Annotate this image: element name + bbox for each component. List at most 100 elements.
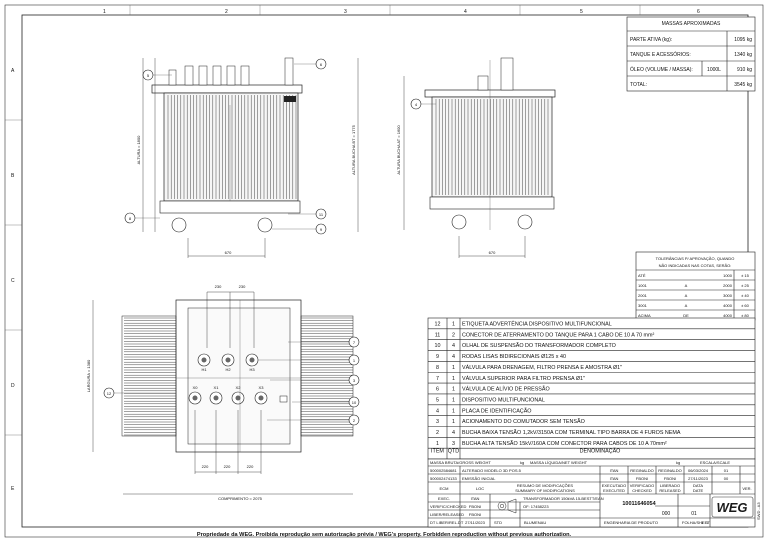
- title-block: MASSA BRUTA/GROSS WEIGHT kg MASSA LÍQUID…: [427, 458, 761, 528]
- bom-description: CONECTOR DE ATERRAMENTO DO TANQUE PARA 1…: [462, 332, 655, 338]
- terminal-label: H3: [249, 367, 255, 372]
- tolerance-cell: 4000: [723, 303, 733, 308]
- bom-item: 4: [436, 408, 439, 414]
- revision-date: 27/11/2023: [688, 476, 708, 481]
- terminal-label: X2: [236, 385, 242, 390]
- balloon: [410, 98, 422, 110]
- revision-released: REGINALDO: [658, 468, 682, 473]
- bom-description: BUCHA ALTA TENSÃO 15kV/160A COM CONECTOR…: [462, 440, 667, 447]
- header-checked-en: CHECKED: [632, 488, 652, 493]
- scale-label: ESCALA/SCALE: [700, 460, 730, 465]
- dim-bottom-spacing: 220: [247, 464, 254, 469]
- top-view: [92, 291, 354, 495]
- bom-item: 11: [435, 332, 441, 338]
- kg-label: kg: [520, 460, 524, 465]
- engineering-dept: ENGENHARIA DE PRODUTO: [604, 520, 658, 525]
- gross-weight-label: MASSA BRUTA/GROSS WEIGHT: [430, 460, 491, 465]
- header-executed: EXECUTADO: [602, 483, 627, 488]
- bom-item: 6: [436, 387, 439, 393]
- balloon-number: 11: [319, 212, 324, 217]
- balloon: [103, 387, 115, 399]
- bom-description: RODAS LISAS BIDIRECIONAIS Ø125 x 40: [462, 354, 566, 360]
- terminal-label: X0: [193, 385, 199, 390]
- bom-description: OLHAL DE SUSPENSÃO DO TRANSFORMADOR COMP…: [462, 342, 616, 349]
- tolerance-cell: 3000: [723, 293, 733, 298]
- bom-qty: 1: [452, 376, 455, 382]
- tolerance-cell: ± 80: [741, 313, 750, 318]
- balloon-number: 9: [320, 227, 323, 232]
- sheet-number: 1: [701, 520, 704, 525]
- dim-top-spacing: 230: [239, 284, 246, 289]
- sheet-label: FOLHA/SHEET: [682, 520, 710, 525]
- release-date-label: DT LIBER/REL.DT: [430, 520, 464, 525]
- dim-top-spacing: 230: [215, 284, 222, 289]
- balloon: [315, 208, 327, 220]
- bushings-front: [168, 57, 294, 86]
- radiator-fins: [435, 99, 549, 195]
- bom-item: 12: [435, 322, 441, 328]
- mass-value: 1340 kg: [734, 52, 752, 58]
- bom-description: PLACA DE IDENTIFICAÇÃO: [462, 407, 532, 414]
- ecm-number: 500002474133: [430, 476, 457, 481]
- radiator-outline: [121, 315, 177, 437]
- bom-qty: 4: [452, 430, 455, 436]
- header-ecm: ECM: [440, 486, 449, 491]
- side-view: [403, 57, 556, 258]
- bom-description: BUCHA BAIXA TENSÃO 1,2kV/3150A COM TERMI…: [462, 429, 681, 436]
- mass-table: MASSAS APROXIMADAS PARTE ATIVA (kg): 109…: [626, 16, 756, 92]
- mass-value: 910 kg: [737, 67, 752, 73]
- mass-value: 1095 kg: [734, 37, 752, 43]
- bom-header-qty: QTD: [448, 449, 459, 455]
- terminal-label: X1: [214, 385, 220, 390]
- bom-description: VÁLVULA PARA DRENAGEM, FILTRO PRENSA E A…: [462, 364, 622, 371]
- radiator-outline: [300, 315, 354, 437]
- balloons: 5 6 8 11 9 4 12 7 1 3 10 2: [103, 58, 436, 426]
- dim-bottom-spacing: 220: [224, 464, 231, 469]
- bom-qty: 1: [452, 408, 455, 414]
- revision-released: FBONI: [664, 476, 676, 481]
- drawing-sheet-code: 01: [691, 511, 697, 517]
- header-date-en: DATE: [693, 488, 704, 493]
- tolerance-cell: DE: [683, 313, 689, 318]
- header-date: DATA: [693, 483, 703, 488]
- revision-executed: ITAN: [610, 476, 619, 481]
- balloon: [348, 414, 360, 426]
- balloon-number: 4: [415, 102, 418, 107]
- balloon: [348, 354, 360, 366]
- bom-qty: 1: [452, 322, 455, 328]
- header-executed-en: EXECUTED: [603, 488, 625, 493]
- balloon-number: 5: [147, 73, 150, 78]
- header-mods: RESUMO DE MODIFICAÇÕES: [517, 483, 574, 488]
- bom-item: 9: [436, 354, 439, 360]
- location: BLUMENAU: [524, 520, 546, 525]
- dim-bottom-spacing: 220: [202, 464, 209, 469]
- outer-border: [4, 4, 764, 538]
- dim-top-width: LARGURA = 1380: [86, 359, 91, 392]
- balloon: [348, 336, 360, 348]
- bom-description: ACIONAMENTO DO COMUTADOR SEM TENSÃO: [462, 418, 585, 425]
- header-loc: LOC: [476, 486, 484, 491]
- weg-logo: WEG: [711, 496, 754, 518]
- balloon: [315, 223, 327, 235]
- dim-top-length: COMPRIMENTO = 2075: [218, 496, 263, 501]
- bom-qty: 4: [452, 354, 455, 360]
- header-mods-en: SUMMARY OF MODIFICATIONS: [515, 488, 575, 493]
- mass-table-title: MASSAS APROXIMADAS: [662, 21, 721, 27]
- revision-checked: REGINALDO: [630, 468, 654, 473]
- bom-item: 5: [436, 397, 439, 403]
- column-label: 1: [103, 9, 106, 15]
- tolerance-cell: 1000: [723, 273, 733, 278]
- drawing-description: TRANSFORMADOR 150kVA 15-BESTT/EAN: [523, 496, 604, 501]
- balloon-number: 3: [353, 378, 356, 383]
- row-label: A: [11, 68, 15, 74]
- tolerance-cell: ± 40: [741, 293, 750, 298]
- revision-number: 01: [724, 468, 729, 473]
- header-released: LIBERADO: [660, 483, 680, 488]
- mass-label: TOTAL:: [630, 82, 647, 88]
- bom-item: 7: [436, 376, 439, 382]
- tolerance-table: TOLERÂNCIAS P/ APROVAÇÃO, QUANDO NÃO IND…: [635, 251, 756, 321]
- bom-qty: 3: [452, 441, 455, 447]
